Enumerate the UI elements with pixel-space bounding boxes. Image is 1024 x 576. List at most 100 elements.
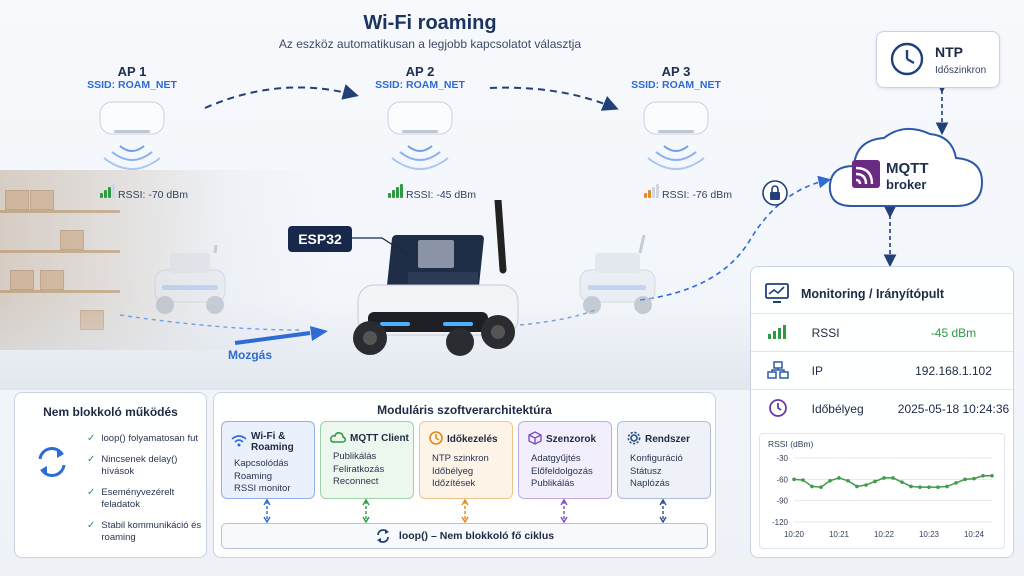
monitoring-row-value: 192.168.1.102 xyxy=(915,364,992,378)
refresh-icon xyxy=(38,447,66,477)
chart-title: RSSI (dBm) xyxy=(768,439,814,449)
roam-arrow-2 xyxy=(489,86,619,111)
signal-bars-icon xyxy=(100,184,116,201)
path-robot-trail xyxy=(119,314,301,331)
robot-ghost-right xyxy=(579,235,656,314)
nonblocking-panel: Nem blokkoló működés ✓ loop() folyamatosa… xyxy=(14,392,207,558)
data-point xyxy=(882,476,886,480)
nonblocking-item: ✓ Stabil kommunikáció és roaming xyxy=(87,520,202,544)
page-subtitle: Az eszköz automatikusan a legjobb kapcso… xyxy=(278,37,582,51)
movement-arrow xyxy=(234,331,311,345)
nonblocking-item: ✓Nincsenek delay() hívások xyxy=(87,454,202,478)
nonblocking-title: Nem blokkoló működés xyxy=(43,405,178,419)
ap-ssid: SSID: ROAM_NET xyxy=(87,79,177,91)
data-point xyxy=(900,480,904,484)
clock-icon xyxy=(890,42,924,76)
check-icon: ✓ xyxy=(87,433,96,444)
monitoring-row-rssi: RSSI-45 dBm xyxy=(751,313,1013,352)
module-item: Időbélyeg xyxy=(432,465,474,477)
ap-rssi: RSSI: -45 dBm xyxy=(388,184,476,201)
module-title: Rendszer xyxy=(645,434,691,445)
architecture-title: Moduláris szoftverarchitektúra xyxy=(377,403,552,417)
router-icon xyxy=(99,101,165,170)
mqtt-subtitle: broker xyxy=(886,177,927,192)
module-item: Előfeldolgozás xyxy=(531,465,593,477)
module-title: Szenzorok xyxy=(546,434,597,445)
ap-rssi-label: RSSI: -76 dBm xyxy=(662,189,733,201)
ap-rssi-label: RSSI: -45 dBm xyxy=(406,189,477,201)
loop-icon xyxy=(376,529,389,543)
module-item: NTP szinkron xyxy=(432,453,489,464)
cube-icon xyxy=(528,431,542,448)
path-to-mqtt xyxy=(639,175,832,301)
ap-ssid: SSID: ROAM_NET xyxy=(631,79,721,91)
ap-name: AP 2 xyxy=(405,64,435,79)
module-item: Kapcsolódás xyxy=(234,458,289,469)
data-point xyxy=(873,479,877,484)
signal-bars-icon xyxy=(388,184,404,201)
monitoring-row-ip: IP 192.168.1.102 xyxy=(751,351,1013,390)
robot-ghost-left xyxy=(154,245,226,314)
x-tick-label: 10:23 xyxy=(919,530,940,539)
module-item: Időzítések xyxy=(432,478,476,489)
data-point xyxy=(819,485,823,489)
check-icon: ✓ xyxy=(87,520,96,531)
y-tick-label: -90 xyxy=(776,497,788,506)
data-point xyxy=(837,476,841,480)
check-icon: ✓ xyxy=(87,487,96,498)
monitoring-row-időbélyeg: Időbélyeg 2025-05-18 10:24:36 xyxy=(751,389,1013,428)
data-point xyxy=(945,484,949,489)
module-item: Adatgyűjtés xyxy=(531,453,581,464)
ap-rssi-label: RSSI: -70 dBm xyxy=(118,189,189,201)
ntp-card: NTP Időszinkron xyxy=(876,31,1000,88)
data-point xyxy=(927,485,931,489)
ap-name: AP 3 xyxy=(661,64,691,79)
nonblocking-item: ✓Eseményvezérelt feladatok xyxy=(87,487,202,511)
robot-esp32 xyxy=(353,200,519,356)
data-point xyxy=(891,476,895,480)
x-tick-label: 10:24 xyxy=(964,530,985,539)
module-loop-links xyxy=(263,498,667,524)
data-point xyxy=(792,477,796,482)
data-point xyxy=(981,473,985,478)
module-item: Roaming xyxy=(234,470,273,482)
page-title: Wi-Fi roaming xyxy=(363,12,497,34)
roam-arrow-1 xyxy=(204,84,359,109)
router-icon xyxy=(387,101,453,170)
router-icon xyxy=(643,101,709,170)
module-item: Naplózás xyxy=(630,478,670,489)
esp32-tag: ESP32 xyxy=(288,226,352,252)
clock-icon xyxy=(429,431,443,448)
x-tick-label: 10:21 xyxy=(829,530,850,539)
mqtt-title: MQTT xyxy=(886,160,929,177)
data-point xyxy=(846,478,850,483)
data-point xyxy=(801,478,805,482)
network-icon xyxy=(767,360,789,379)
module-title: MQTT Client xyxy=(350,433,409,444)
data-point xyxy=(864,483,868,487)
monitoring-row-value: 2025-05-18 10:24:36 xyxy=(897,402,1010,416)
main-loop-label: loop() – Nem blokkoló fő ciklus xyxy=(398,530,555,542)
nonblocking-item-label: loop() folyamatosan fut xyxy=(101,433,199,444)
ntp-subtitle: Időszinkron xyxy=(935,65,987,76)
module-item: RSSI monitor xyxy=(234,483,291,494)
nonblocking-item-label: Stabil kommunikáció és roaming xyxy=(101,520,202,543)
signal-bars-icon xyxy=(644,184,660,201)
monitoring-row-label: IP xyxy=(811,364,823,378)
ap-rssi: RSSI: -70 dBm xyxy=(100,184,188,201)
monitoring-row-label: Időbélyeg xyxy=(811,402,864,416)
lock-icon xyxy=(762,180,788,206)
signal-bars-icon xyxy=(768,324,786,339)
module-item: Státusz xyxy=(630,465,662,477)
gear-icon xyxy=(627,431,641,448)
data-point xyxy=(855,484,859,489)
module-item: Konfiguráció xyxy=(630,453,683,464)
